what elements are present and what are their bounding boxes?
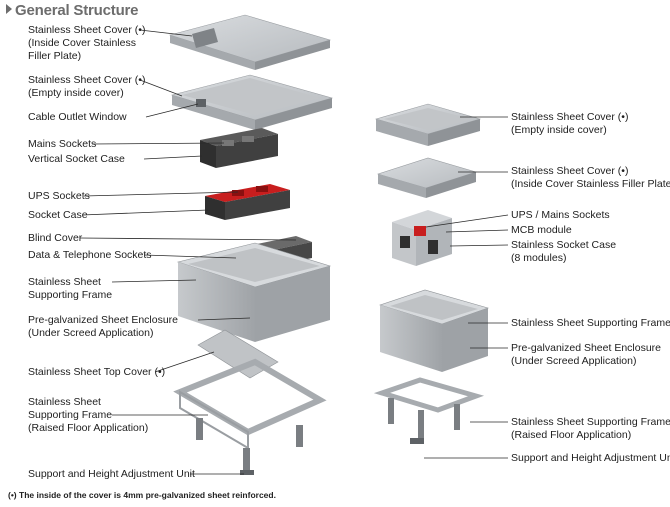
label-r-cover-filler: Stainless Sheet Cover (•) <box>511 165 629 177</box>
label-socket-case: Socket Case <box>28 209 88 221</box>
label-r-socket-case-2: (8 modules) <box>511 252 567 264</box>
triangle-bullet-icon <box>6 4 12 14</box>
label-r-enclosure: Pre-galvanized Sheet Enclosure <box>511 342 662 354</box>
label-vertical-socket-case: Vertical Socket Case <box>28 153 125 165</box>
r-cover-filler-part <box>376 157 478 198</box>
label-pregalvanized-enclosure-2: (Under Screed Application) <box>28 327 154 339</box>
label-blind-cover: Blind Cover <box>28 232 83 244</box>
vertical-socket-case-part <box>200 128 278 168</box>
label-r-mcb-module: MCB module <box>511 224 572 236</box>
label-pregalvanized-enclosure: Pre-galvanized Sheet Enclosure <box>28 314 179 326</box>
label-stainless-cover-filler-2: (Inside Cover Stainless <box>28 37 136 49</box>
r-cover-empty-part <box>374 103 482 146</box>
r-socket-case-part <box>392 210 452 266</box>
label-supporting-frame: Stainless Sheet <box>28 276 101 288</box>
label-raised-floor-frame-3: (Raised Floor Application) <box>28 422 149 434</box>
footnote: (•) The inside of the cover is 4mm pre-g… <box>8 490 276 500</box>
label-r-ups-mains: UPS / Mains Sockets <box>511 209 610 221</box>
label-stainless-cover-filler: Stainless Sheet Cover (•) <box>28 24 146 36</box>
label-raised-floor-frame: Stainless Sheet <box>28 396 101 408</box>
label-r-enclosure-2: (Under Screed Application) <box>511 355 637 367</box>
title-text: General Structure <box>15 2 139 19</box>
ups-socket-case-part <box>205 184 290 220</box>
label-support-height-unit: Support and Height Adjustment Unit <box>28 468 195 480</box>
label-top-cover: Stainless Sheet Top Cover (•) <box>28 366 166 378</box>
r-raised-frame-part <box>373 377 485 444</box>
label-r-cover-empty-2: (Empty inside cover) <box>511 124 607 136</box>
label-ups-sockets: UPS Sockets <box>28 190 90 202</box>
label-r-support-height: Support and Height Adjustment Unit <box>511 452 670 464</box>
label-supporting-frame-2: Supporting Frame <box>28 289 113 301</box>
cover-filler-plate-part <box>168 14 332 70</box>
label-stainless-cover-filler-3: Filler Plate) <box>28 50 82 62</box>
label-r-raised-frame: Stainless Sheet Supporting Frame <box>511 416 670 428</box>
label-r-cover-filler-2: (Inside Cover Stainless Filler Plate) <box>511 178 670 190</box>
label-r-supporting-frame: Stainless Sheet Supporting Frame <box>511 317 670 329</box>
label-r-cover-empty: Stainless Sheet Cover (•) <box>511 111 629 123</box>
raised-floor-frame-part <box>173 358 327 475</box>
cover-empty-part <box>170 74 334 130</box>
enclosure-part <box>176 242 332 342</box>
page-title: General Structure <box>6 2 139 19</box>
label-cable-outlet-window: Cable Outlet Window <box>28 111 127 123</box>
label-r-socket-case: Stainless Socket Case <box>511 239 617 251</box>
label-stainless-cover-empty-2: (Empty inside cover) <box>28 87 124 99</box>
label-data-telephone-sockets: Data & Telephone Sockets <box>28 249 152 261</box>
label-mains-sockets: Mains Sockets <box>28 138 97 150</box>
label-r-raised-frame-2: (Raised Floor Application) <box>511 429 632 441</box>
r-enclosure-part <box>379 289 489 372</box>
label-stainless-cover-empty: Stainless Sheet Cover (•) <box>28 74 146 86</box>
label-raised-floor-frame-2: Supporting Frame <box>28 409 113 421</box>
